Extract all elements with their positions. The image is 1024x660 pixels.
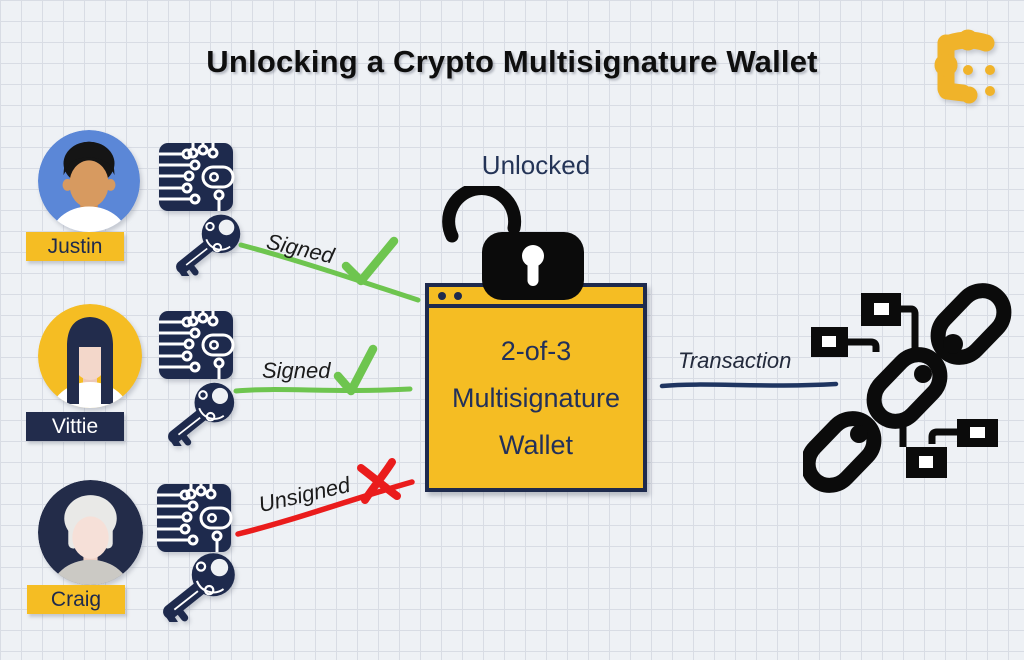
name-tag-craig: Craig (27, 585, 125, 614)
transaction-label: Transaction (678, 348, 792, 373)
wallet-label-line2: Multisignature (451, 382, 621, 413)
wallet-label-line1: 2-of-3 (500, 335, 572, 366)
participant-name: Craig (50, 587, 102, 611)
wallet-label-line3: Wallet (498, 429, 573, 460)
signature-status-label-vittie: Signed (262, 358, 331, 383)
digital-key-icon (176, 214, 241, 276)
signed-line-vittie (233, 386, 413, 394)
check-icon (341, 236, 399, 286)
avatar-craig (38, 480, 143, 585)
window-dot (454, 291, 462, 300)
brand-dots-logo-icon (934, 29, 995, 104)
multisig-wallet-window: 2-of-3 Multisignature Wallet (425, 283, 647, 492)
signature-status-label-justin: Signed (264, 228, 337, 269)
check-icon (333, 344, 378, 396)
name-tag-vittie: Vittie (26, 412, 124, 441)
circuit-wallet-icon (159, 143, 235, 211)
x-icon (357, 458, 401, 504)
wallet-label: 2-of-3 Multisignature Wallet (429, 308, 643, 488)
name-tag-justin: Justin (26, 232, 124, 261)
circuit-wallet-icon (157, 484, 233, 552)
participant-name: Justin (47, 234, 103, 258)
digital-key-icon (163, 553, 235, 622)
blockchain-chain-icon (803, 283, 1012, 493)
open-padlock-icon (442, 186, 584, 300)
window-dot (438, 291, 446, 300)
wallet-window-titlebar (429, 287, 643, 308)
signature-status-label-craig: Unsigned (256, 471, 353, 518)
avatar-justin (38, 130, 140, 232)
digital-key-icon (168, 382, 235, 446)
circuit-wallet-icon (159, 311, 235, 379)
unlocked-status-label: Unlocked (481, 150, 591, 180)
page-title: Unlocking a Crypto Multisignature Wallet (206, 44, 818, 79)
avatar-vittie (38, 304, 142, 408)
participant-name: Vittie (51, 414, 99, 438)
